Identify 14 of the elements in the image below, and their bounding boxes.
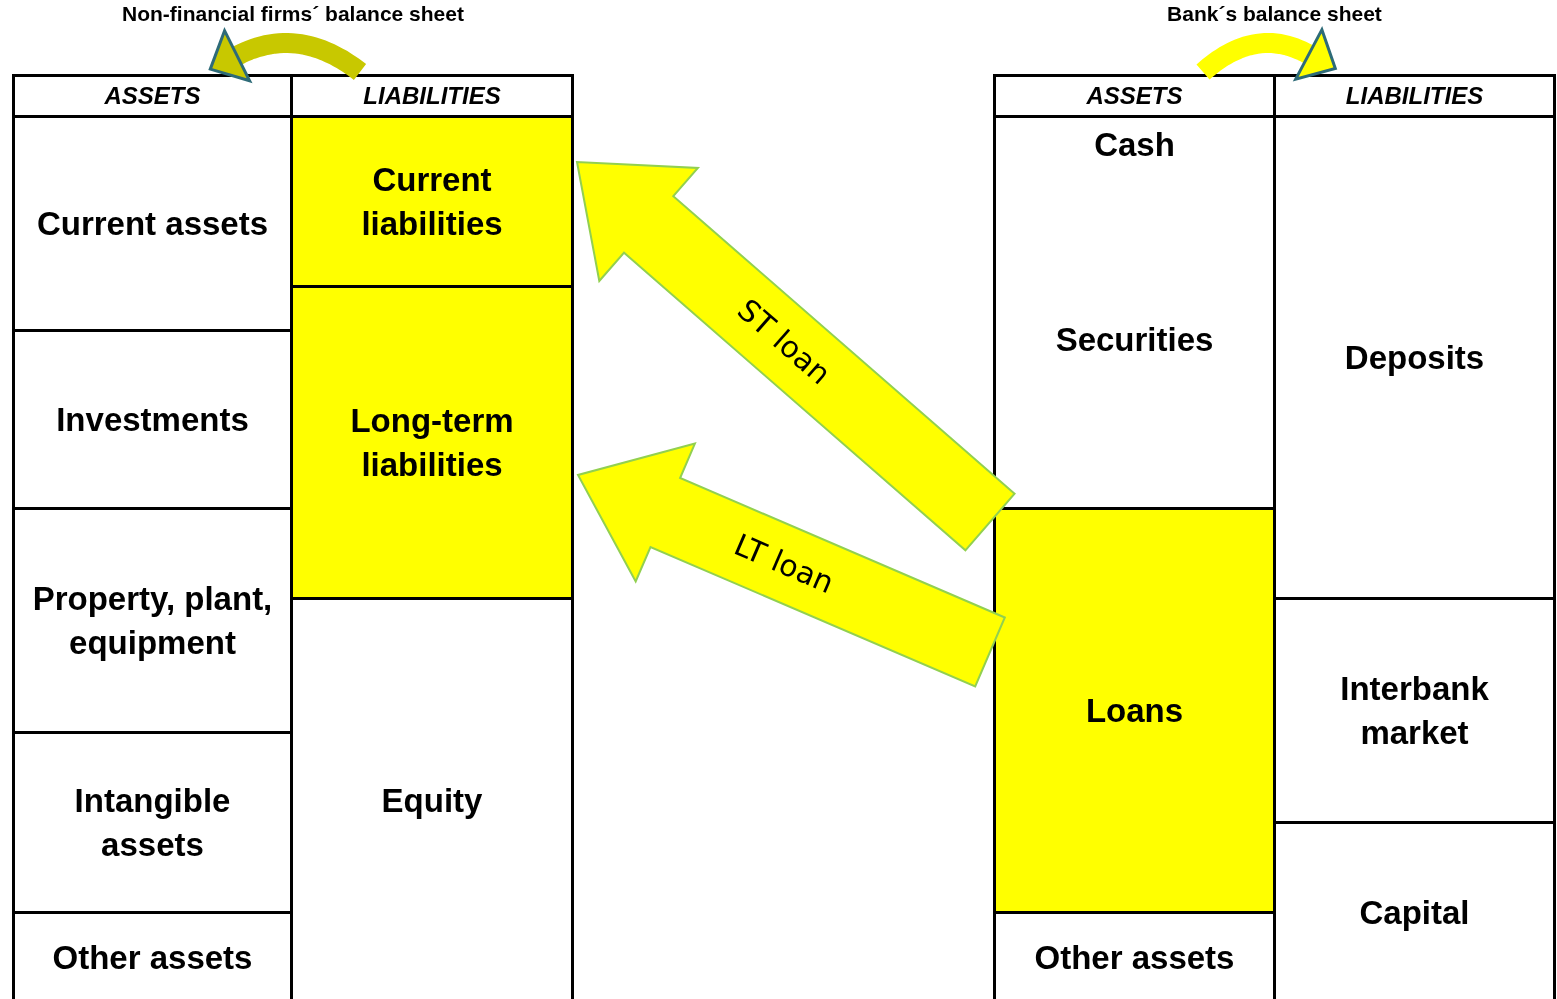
balance-sheet-cell: Current liabilities [290,115,574,288]
balance-sheet-cell: Long-term liabilities [290,285,574,600]
table-title: Non-financial firms´ balance sheet [122,2,464,26]
curved-arrow [1195,28,1337,81]
column-header: ASSETS [993,74,1276,118]
column-header: LIABILITIES [290,74,574,118]
column-header: ASSETS [12,74,293,118]
column-header: LIABILITIES [1273,74,1556,118]
balance-sheet-cell: Loans [993,507,1276,914]
edge-label: LT loan [729,527,839,600]
block-arrow [575,160,1016,552]
block-arrow [576,442,1007,688]
table-title: Bank´s balance sheet [1167,2,1382,26]
curved-arrow [208,29,367,83]
